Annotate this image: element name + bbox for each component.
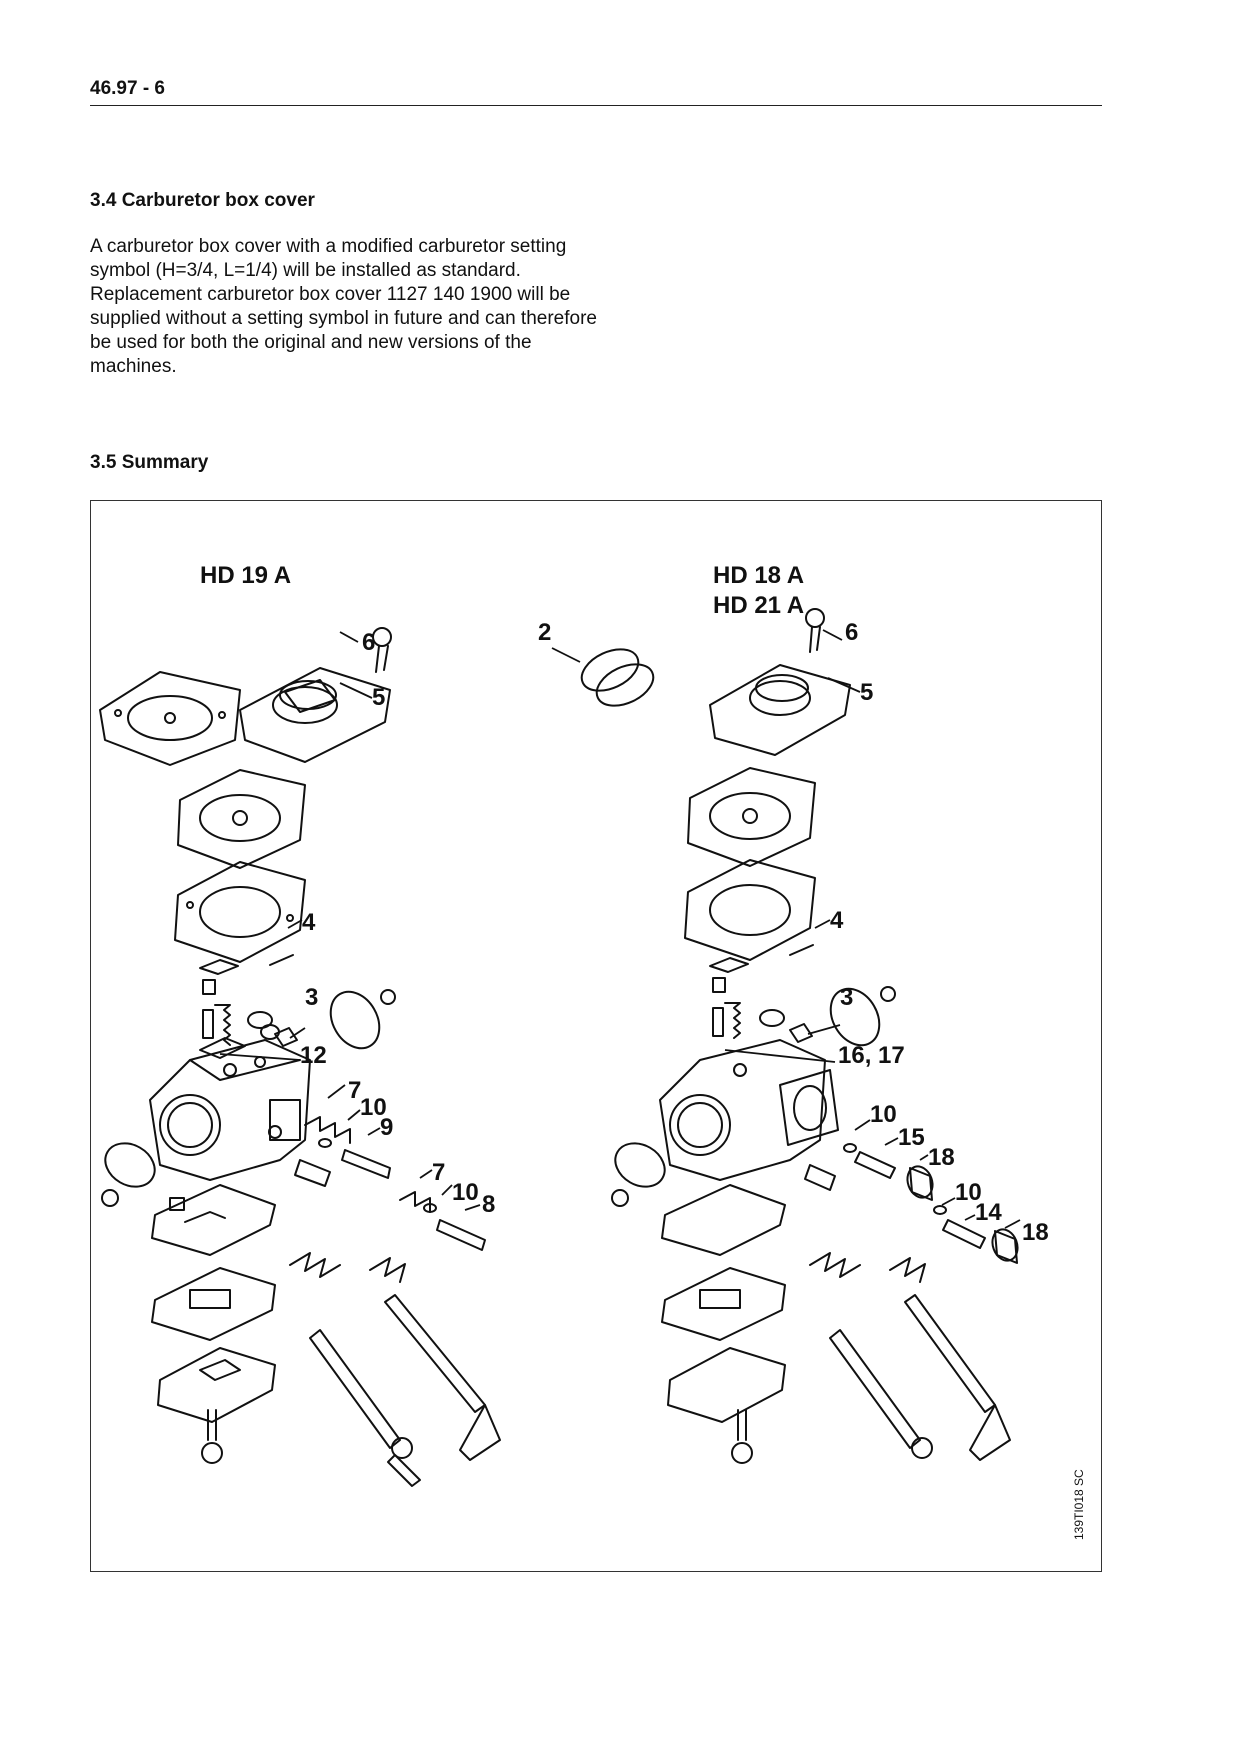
left-callout-11: 8	[482, 1191, 495, 1218]
throttle-shaft-right	[809, 1252, 933, 1459]
cover-screw-right	[731, 1409, 753, 1464]
left-callout-1: 6	[362, 629, 375, 656]
right-callout-11: 14	[975, 1199, 1002, 1226]
left-callout-6: 7	[348, 1077, 361, 1104]
adjust-spring-7-left-a	[304, 1116, 351, 1144]
right-callout-4: 4	[830, 907, 844, 934]
filter-element-2	[580, 648, 655, 707]
left-plate	[101, 1142, 156, 1207]
header-rule	[90, 105, 1102, 106]
pump-diaphragm	[151, 1267, 276, 1341]
adjusting-screw-8	[436, 1219, 486, 1251]
carburetor-body-left	[149, 1037, 311, 1181]
figure-code: 139TI018 SC	[1072, 1469, 1086, 1540]
paragraph-1: A carburetor box cover with a modified c…	[90, 236, 567, 281]
right-callout-2: 6	[845, 619, 858, 646]
limiter-cap-18-a	[906, 1165, 934, 1201]
throttle-shaft	[289, 1252, 421, 1487]
choke-shutter-right	[829, 986, 896, 1047]
right-callout-10: 10	[955, 1179, 982, 1206]
right-callout-1: 2	[538, 619, 551, 646]
pump-cover-right	[667, 1347, 786, 1423]
right-callout-12: 18	[1022, 1219, 1049, 1246]
pump-diaphragm-right	[661, 1267, 786, 1341]
inlet-needle-group-right	[709, 957, 749, 1039]
cap-3-right	[789, 1023, 813, 1043]
left-callout-7: 10	[360, 1094, 387, 1121]
gasket-4	[174, 861, 306, 963]
left-callout-2: 5	[372, 684, 385, 711]
right-callout-3: 5	[860, 679, 873, 706]
right-callout-6: 16, 17	[838, 1042, 905, 1069]
adjust-spring-7-left-b	[399, 1191, 431, 1213]
right-callout-8: 15	[898, 1124, 925, 1151]
choke-shaft-right	[889, 1257, 1011, 1461]
cover-screw-left	[201, 1409, 223, 1464]
section-title-3-4: 3.4 Carburetor box cover	[90, 190, 315, 211]
check-disc	[247, 1011, 273, 1029]
left-callout-8: 9	[380, 1114, 393, 1141]
intake-elbow	[239, 667, 391, 763]
left-callout-3: 4	[302, 909, 316, 936]
pump-cover	[157, 1347, 276, 1423]
pump-cover-plate	[99, 671, 241, 766]
section-3-4-body: A carburetor box cover with a modified c…	[90, 235, 610, 379]
left-assembly	[99, 627, 501, 1487]
gasket-4-right	[684, 859, 816, 961]
screw-6-right	[805, 608, 825, 653]
intake-elbow-right	[709, 664, 851, 756]
page-number: 46.97 - 6	[90, 78, 165, 99]
model-label-hd18a: HD 18 A	[713, 562, 805, 589]
limiter-cap-18-b	[991, 1228, 1019, 1264]
left-callout-4: 3	[305, 984, 318, 1011]
choke-shutter	[329, 989, 396, 1050]
cap-3	[274, 1027, 298, 1047]
screw-6	[372, 627, 392, 673]
model-label-hd21a: HD 21 A	[713, 592, 805, 619]
metering-diaphragm	[177, 769, 306, 869]
left-plate-right	[611, 1142, 666, 1207]
right-callout-5: 3	[840, 984, 853, 1011]
right-callout-9: 18	[928, 1144, 955, 1171]
left-callout-10: 10	[452, 1179, 479, 1206]
left-callout-5: 12	[300, 1042, 327, 1069]
carburetor-body-right	[659, 1039, 839, 1181]
section-title-3-5: 3.5 Summary	[90, 452, 209, 473]
adjusting-screw-15	[854, 1151, 896, 1179]
right-assembly	[551, 608, 1021, 1464]
figure-frame	[90, 500, 1102, 1572]
choke-shaft	[369, 1257, 501, 1461]
metering-diaphragm-right	[687, 767, 816, 867]
adjusting-screw-9	[341, 1149, 391, 1179]
inlet-needle-group	[199, 959, 239, 1046]
pump-gasket	[151, 1184, 276, 1256]
adjusting-screw-14	[942, 1219, 986, 1249]
model-label-hd19a: HD 19 A	[200, 562, 292, 589]
paragraph-2: Replacement carburetor box cover 1127 14…	[90, 284, 597, 377]
right-callout-7: 10	[870, 1101, 897, 1128]
pump-gasket-right	[661, 1184, 786, 1256]
left-callout-9: 7	[432, 1159, 445, 1186]
